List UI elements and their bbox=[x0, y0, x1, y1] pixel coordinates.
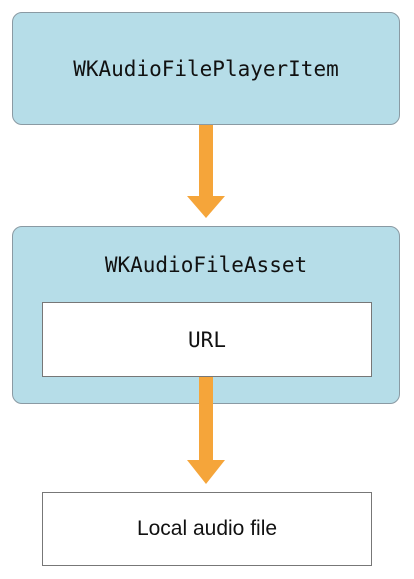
player-item-node: WKAudioFilePlayerItem bbox=[12, 12, 400, 125]
local-file-node: Local audio file bbox=[42, 492, 372, 566]
local-file-label: Local audio file bbox=[136, 517, 278, 540]
player-item-label: WKAudioFilePlayerItem bbox=[73, 56, 339, 81]
arrow-player-to-asset bbox=[187, 125, 225, 218]
url-label: URL bbox=[188, 327, 226, 352]
file-asset-label: WKAudioFileAsset bbox=[104, 253, 308, 277]
url-node: URL bbox=[42, 302, 372, 377]
